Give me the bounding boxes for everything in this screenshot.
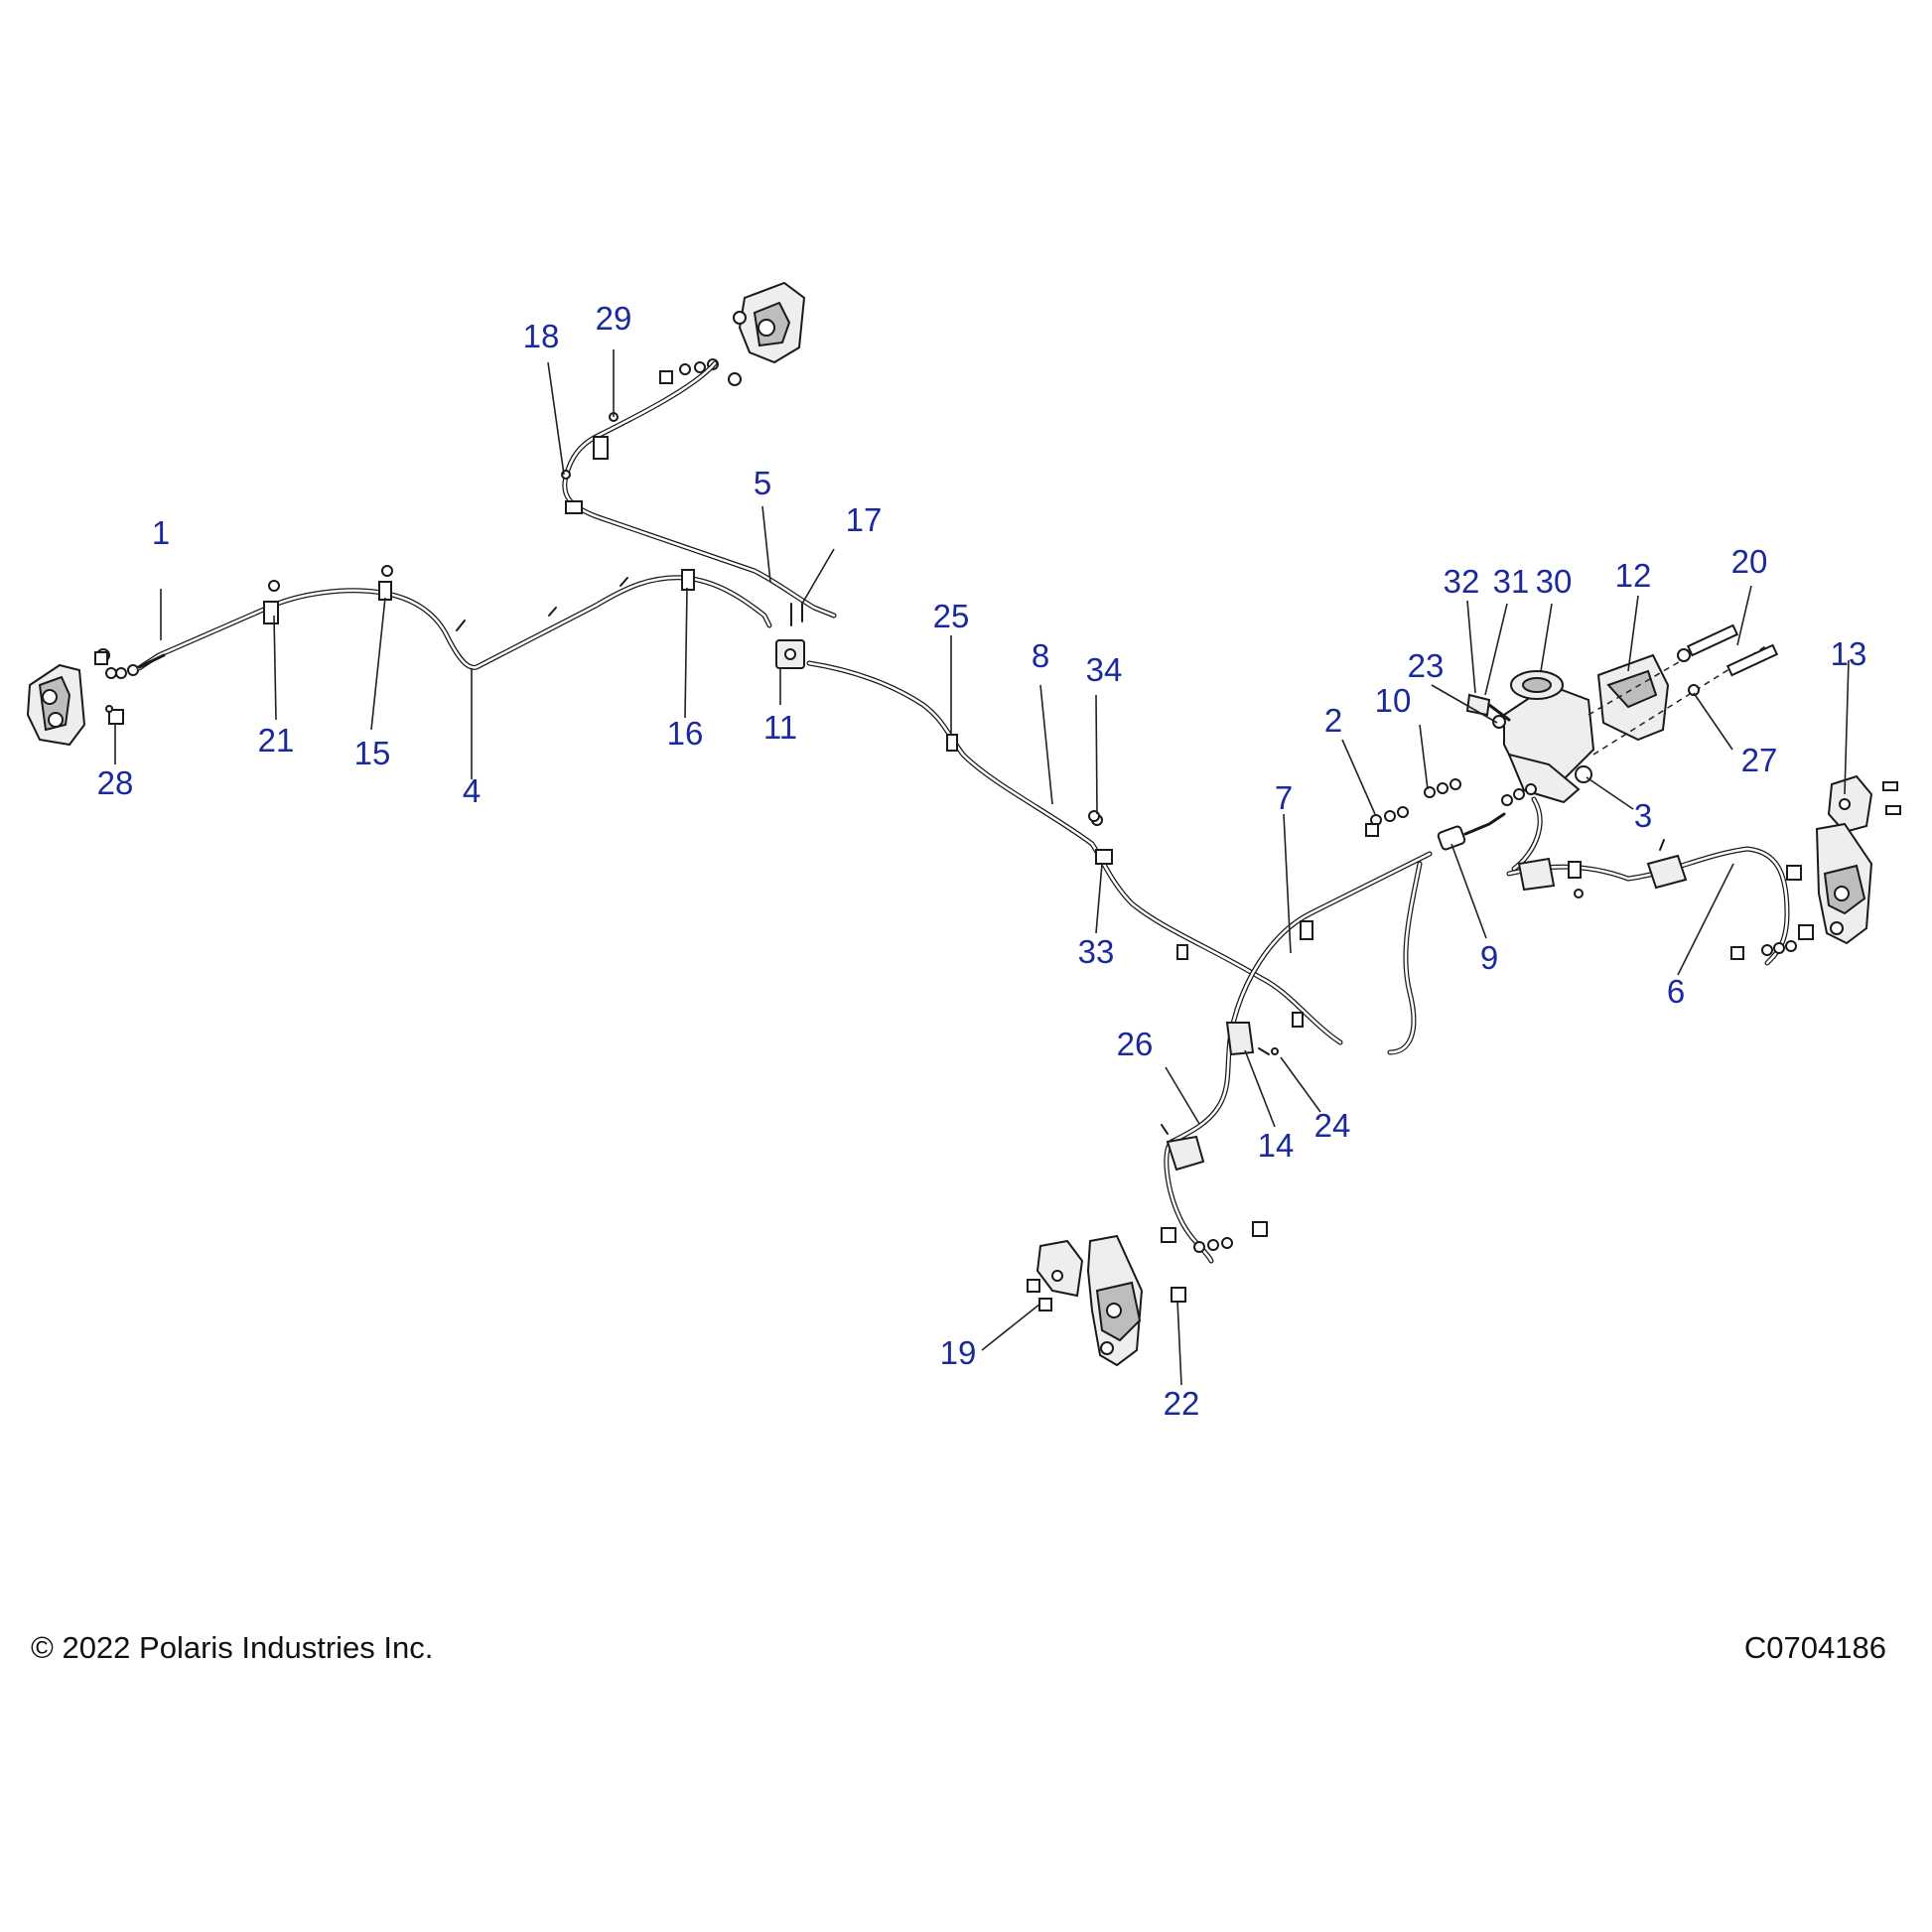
callout-28: 28 xyxy=(97,764,134,801)
callout-14: 14 xyxy=(1258,1127,1295,1164)
callout-30: 30 xyxy=(1536,563,1573,600)
junction-block xyxy=(775,639,805,669)
callout-9: 9 xyxy=(1480,939,1498,976)
callout-18: 18 xyxy=(523,318,560,354)
callout-15: 15 xyxy=(354,735,391,771)
rear-right-caliper xyxy=(1815,774,1873,945)
callout-22: 22 xyxy=(1164,1385,1200,1422)
line-art xyxy=(26,281,1901,1367)
callout-31: 31 xyxy=(1493,563,1530,600)
callout-11: 11 xyxy=(763,709,797,746)
callout-20: 20 xyxy=(1731,543,1768,580)
callout-16: 16 xyxy=(667,715,704,752)
callout-17: 17 xyxy=(846,501,883,538)
callout-2: 2 xyxy=(1324,702,1342,739)
callout-26: 26 xyxy=(1117,1026,1154,1062)
callout-labels: 1 2 3 4 5 6 7 8 9 10 11 12 13 14 15 16 1… xyxy=(97,300,1867,1422)
callout-7: 7 xyxy=(1275,779,1293,816)
callout-33: 33 xyxy=(1078,933,1115,970)
callout-3: 3 xyxy=(1634,797,1652,834)
callout-5: 5 xyxy=(754,465,771,501)
callout-25: 25 xyxy=(933,598,970,634)
drawing-code: C0704186 xyxy=(1743,1630,1886,1665)
callout-27: 27 xyxy=(1741,742,1778,778)
callout-34: 34 xyxy=(1086,651,1123,688)
callout-21: 21 xyxy=(258,722,295,759)
callout-12: 12 xyxy=(1615,557,1652,594)
callout-24: 24 xyxy=(1314,1107,1351,1144)
right-front-caliper xyxy=(659,281,806,386)
callout-23: 23 xyxy=(1408,647,1445,684)
leader-lines xyxy=(114,349,1850,1386)
callout-6: 6 xyxy=(1667,973,1685,1010)
callout-29: 29 xyxy=(596,300,632,337)
left-front-caliper xyxy=(26,648,139,747)
callout-8: 8 xyxy=(1032,637,1049,674)
callout-32: 32 xyxy=(1444,563,1480,600)
callout-10: 10 xyxy=(1375,682,1412,719)
callout-4: 4 xyxy=(463,772,481,809)
rear-brake-line xyxy=(1164,851,1433,1264)
callout-19: 19 xyxy=(940,1334,977,1371)
copyright-text: © 2022 Polaris Industries Inc. xyxy=(31,1630,434,1665)
center-brake-line xyxy=(806,660,1343,1045)
rear-left-caliper xyxy=(1035,1234,1144,1367)
callout-1: 1 xyxy=(152,514,170,551)
callout-13: 13 xyxy=(1831,635,1867,672)
mounting-bracket xyxy=(1596,653,1670,742)
